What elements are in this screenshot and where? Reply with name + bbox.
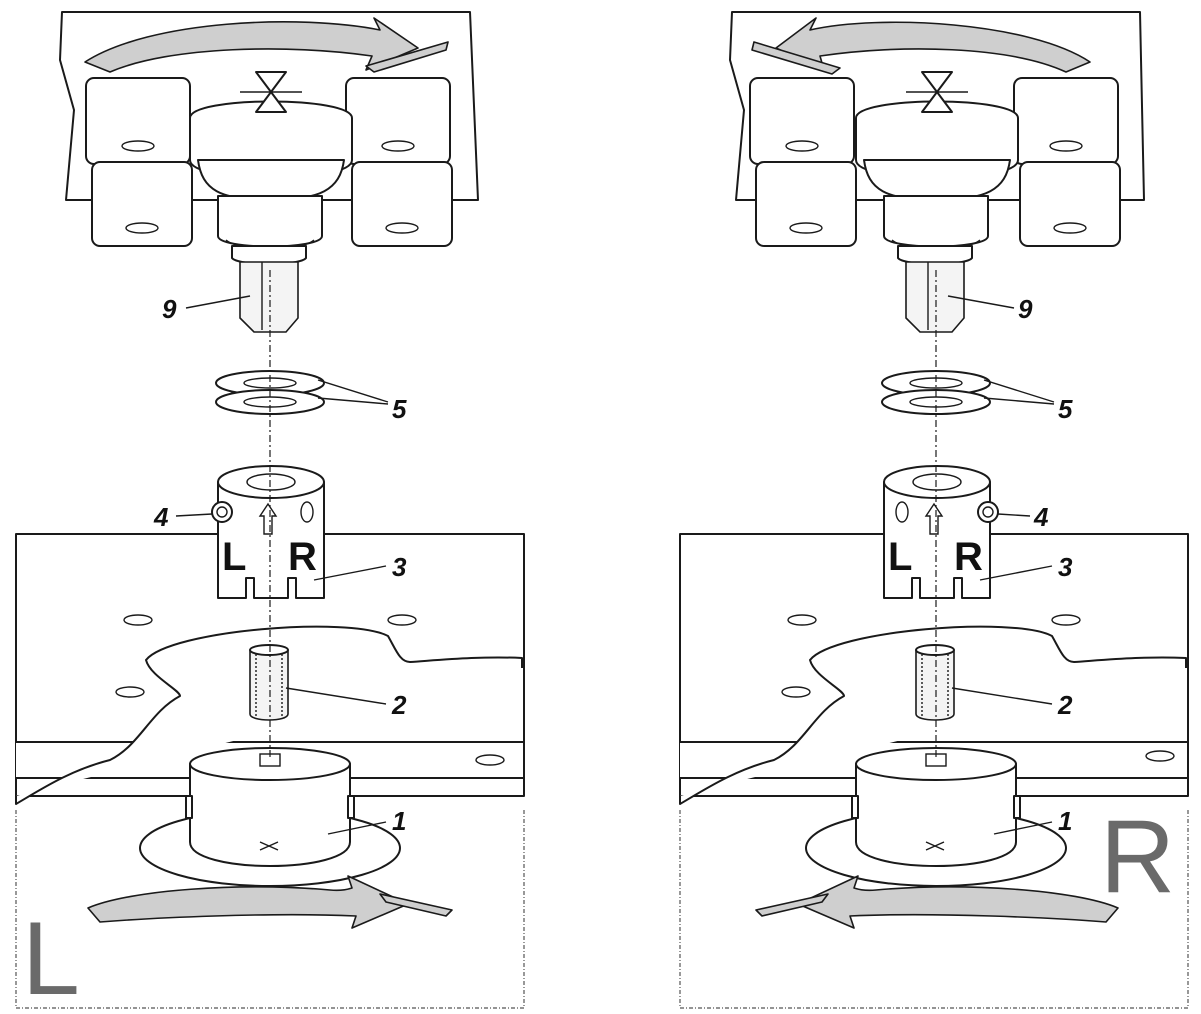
callout-1: 1 [392, 806, 406, 836]
set-screw [211, 501, 233, 523]
rotation-arrow-top [775, 17, 1091, 73]
callout-3: 3 [392, 552, 407, 582]
callout-1: 1 [1058, 806, 1072, 836]
rotation-arrow-bottom [87, 875, 409, 929]
set-screw [977, 501, 999, 523]
coupler-mark-l: L [888, 535, 912, 579]
motor-hub [139, 747, 401, 887]
callout-9: 9 [1018, 294, 1033, 324]
hex-shaft [239, 261, 299, 333]
hex-shaft [905, 261, 965, 333]
callout-3: 3 [1058, 552, 1073, 582]
rotation-arrow-top-tail [751, 41, 841, 75]
pin [915, 644, 955, 721]
housing-outline [15, 810, 525, 1009]
pin [249, 644, 289, 721]
panel-right: L R 9 5 4 [679, 11, 1189, 1009]
rotation-arrow-bottom-tail [755, 893, 829, 917]
spindle [189, 71, 353, 265]
motor-hub [805, 747, 1067, 887]
clamp-block [345, 77, 453, 247]
coupler-mark-r: R [954, 535, 983, 579]
callout-4: 4 [1033, 502, 1049, 532]
coupler: L R [217, 465, 325, 599]
clamp-block [85, 77, 193, 247]
coupler-mark-r: R [288, 535, 317, 579]
callout-2: 2 [1057, 690, 1073, 720]
callout-4: 4 [153, 502, 169, 532]
housing-outline [679, 810, 1189, 1009]
mode-letter-r: R [1100, 799, 1175, 915]
rotation-arrow-top [84, 17, 419, 73]
rotation-arrow-bottom [797, 875, 1119, 929]
rotation-arrow-bottom-tail [379, 893, 453, 917]
rotation-arrow-top-tail [365, 41, 449, 73]
callout-2: 2 [391, 690, 407, 720]
coupler: L R [883, 465, 991, 599]
panel-left: L R [15, 11, 525, 1014]
clamp-block [749, 77, 857, 247]
coupler-mark-l: L [222, 535, 246, 579]
clamp-block [1013, 77, 1121, 247]
spindle [855, 71, 1019, 265]
callout-9: 9 [162, 294, 177, 324]
mode-letter-l: L [22, 901, 80, 1014]
callout-5: 5 [1058, 394, 1073, 424]
callout-5: 5 [392, 394, 407, 424]
